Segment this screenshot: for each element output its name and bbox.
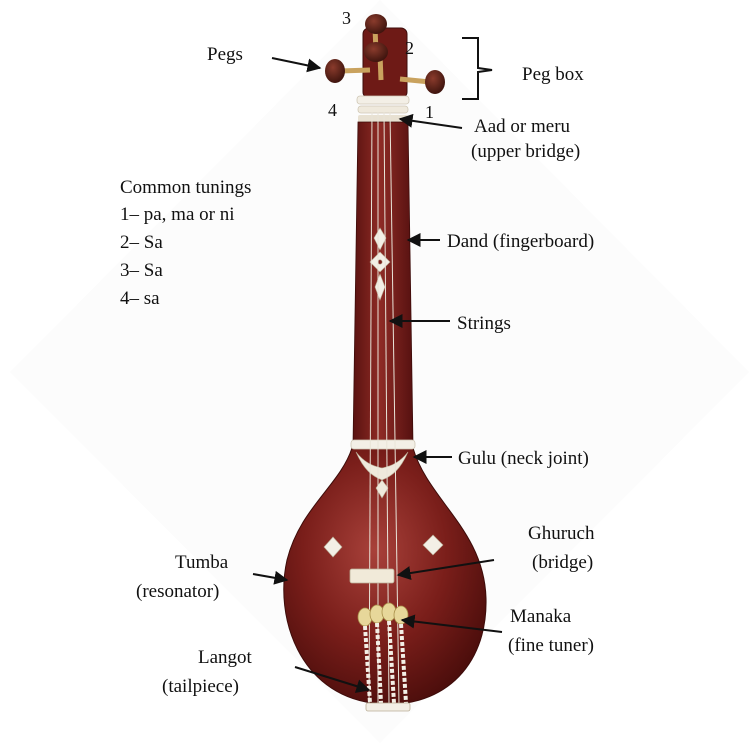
label-aad-line1: Aad or meru	[474, 116, 571, 137]
peg-3	[365, 14, 387, 34]
label-tumba-line2: (resonator)	[136, 581, 219, 602]
neck-joint-band	[351, 440, 415, 449]
tunings-title: Common tunings	[120, 177, 251, 198]
peg-1	[425, 70, 445, 94]
label-langot-line1: Langot	[198, 647, 253, 668]
tuning-item-2: 2– Sa	[120, 232, 163, 253]
label-manaka-line2: (fine tuner)	[508, 635, 594, 656]
label-pegs: Pegs	[207, 44, 243, 65]
tailpiece-plate	[366, 703, 410, 711]
tuning-item-3: 3– Sa	[120, 260, 163, 281]
peg-number-4: 4	[328, 100, 337, 120]
tuning-item-4: 4– sa	[120, 288, 160, 309]
tuning-item-1: 1– pa, ma or ni	[120, 204, 235, 225]
label-tumba-line1: Tumba	[175, 552, 229, 573]
label-langot-line2: (tailpiece)	[162, 676, 239, 697]
peg-box-head	[363, 28, 407, 98]
peg-number-1: 1	[425, 102, 434, 122]
label-aad-line2: (upper bridge)	[471, 141, 580, 162]
upper-bridge-band	[357, 96, 409, 104]
label-ghuruch-line1: Ghuruch	[528, 523, 595, 544]
peg-number-3: 3	[342, 8, 351, 28]
label-dand: Dand (fingerboard)	[447, 231, 594, 252]
label-strings: Strings	[457, 313, 511, 334]
peg-2	[364, 42, 388, 62]
arrow-pegs	[272, 58, 320, 68]
label-manaka-line1: Manaka	[510, 606, 572, 627]
label-gulu: Gulu (neck joint)	[458, 448, 589, 469]
peg-4	[325, 59, 345, 83]
bridge	[350, 569, 394, 583]
upper-bridge-band-2	[358, 106, 408, 113]
label-ghuruch-line2: (bridge)	[532, 552, 593, 573]
label-peg-box: Peg box	[522, 64, 584, 85]
peg-number-2: 2	[405, 38, 414, 58]
